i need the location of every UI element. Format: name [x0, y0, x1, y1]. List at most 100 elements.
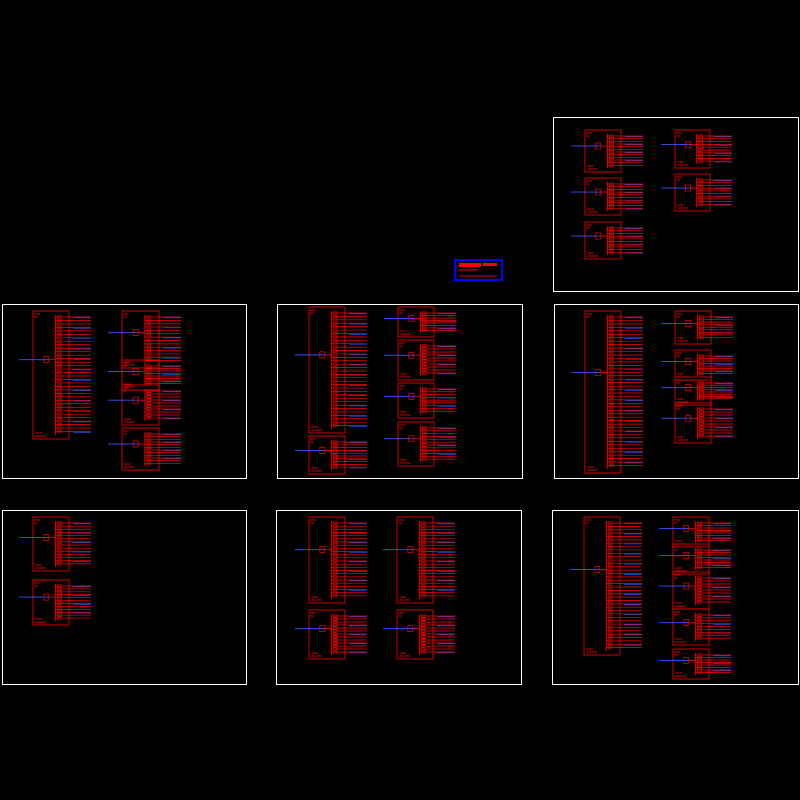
- circuit-breaker: [609, 319, 614, 322]
- circuit-breaker: [333, 325, 338, 329]
- circuit-breaker: [333, 531, 338, 534]
- circuit-breaker: [422, 446, 427, 450]
- circuit-breaker: [421, 572, 426, 576]
- panel-enclosure: [32, 516, 70, 572]
- panel-a5: [571, 221, 643, 260]
- circuit-breaker: [146, 398, 152, 402]
- sheet-frame-7: [552, 510, 799, 685]
- circuit-breaker: [57, 593, 62, 597]
- panel-f1: [295, 516, 367, 604]
- circuit-breaker: [608, 548, 613, 552]
- panel-d2: [661, 310, 733, 345]
- main-breaker: [683, 657, 690, 664]
- circuit-breaker: [333, 451, 338, 455]
- circuit-breaker: [608, 575, 613, 579]
- main-breaker: [319, 625, 326, 632]
- circuit-breaker: [609, 426, 614, 429]
- circuit-breaker: [698, 148, 703, 152]
- circuit-breaker: [699, 413, 704, 417]
- main-breaker: [595, 232, 602, 240]
- circuit-breaker: [608, 572, 613, 575]
- circuit-breaker: [57, 378, 62, 381]
- main-breaker: [408, 392, 415, 400]
- circuit-breaker: [699, 416, 704, 420]
- circuit-breaker: [333, 584, 338, 588]
- circuit-breaker: [609, 204, 614, 208]
- circuit-breaker: [57, 604, 62, 608]
- panel-enclosure: [583, 516, 621, 656]
- circuit-breaker: [333, 572, 338, 576]
- circuit-breaker: [698, 192, 703, 195]
- circuit-breaker: [146, 335, 152, 339]
- circuit-breaker: [609, 163, 614, 167]
- circuit-breaker: [146, 440, 152, 444]
- circuit-breaker: [333, 443, 338, 447]
- circuit-breaker: [333, 591, 338, 595]
- circuit-breaker: [333, 420, 338, 424]
- circuit-breaker: [608, 636, 613, 639]
- circuit-breaker: [697, 619, 702, 623]
- circuit-breaker: [609, 460, 614, 464]
- circuit-breaker: [699, 428, 704, 432]
- panel-b2: [108, 310, 181, 369]
- circuit-breaker: [608, 595, 613, 599]
- circuit-breaker: [146, 389, 152, 393]
- circuit-breaker: [697, 613, 702, 617]
- panel-a4: [661, 173, 732, 212]
- circuit-breaker: [609, 250, 614, 254]
- circuit-breaker: [422, 359, 427, 363]
- circuit-breaker: [609, 464, 614, 467]
- circuit-breaker: [57, 388, 62, 392]
- circuit-breaker: [608, 612, 613, 616]
- panel-g5: [659, 608, 731, 646]
- circuit-breaker: [422, 406, 427, 410]
- panel-enclosure: [672, 543, 710, 575]
- circuit-breaker: [608, 528, 613, 532]
- circuit-breaker: [333, 369, 338, 373]
- circuit-breaker: [608, 642, 613, 646]
- circuit-breaker: [57, 346, 62, 350]
- panel-enclosure: [121, 310, 160, 369]
- circuit-breaker: [421, 641, 426, 645]
- circuit-breaker: [609, 450, 614, 454]
- circuit-breaker: [697, 636, 702, 640]
- main-breaker: [685, 358, 692, 365]
- panel-d5: [661, 402, 733, 444]
- circuit-breaker: [333, 543, 338, 547]
- circuit-breaker: [333, 362, 338, 366]
- circuit-breaker: [609, 419, 614, 423]
- circuit-breaker: [698, 159, 703, 163]
- circuit-breaker: [57, 610, 62, 614]
- circuit-breaker: [609, 439, 614, 443]
- main-breaker: [685, 141, 691, 148]
- circuit-breaker: [697, 622, 702, 626]
- circuit-breaker: [421, 531, 426, 534]
- circuit-breaker: [422, 344, 427, 348]
- circuit-breaker: [697, 539, 702, 542]
- circuit-breaker: [609, 193, 614, 197]
- main-breaker: [408, 435, 415, 443]
- circuit-breaker: [609, 405, 614, 409]
- circuit-breaker: [608, 565, 613, 569]
- circuit-breaker: [333, 635, 338, 639]
- circuit-breaker: [333, 614, 338, 618]
- circuit-breaker: [146, 349, 152, 353]
- circuit-breaker: [698, 202, 703, 206]
- panel-enclosure: [121, 359, 160, 391]
- circuit-breaker: [421, 578, 426, 582]
- main-breaker: [43, 593, 50, 601]
- circuit-breaker: [699, 410, 704, 414]
- circuit-breaker: [609, 429, 614, 433]
- main-breaker: [407, 546, 414, 554]
- circuit-breaker: [57, 325, 62, 329]
- circuit-breaker: [608, 619, 613, 623]
- circuit-breaker: [421, 623, 426, 627]
- circuit-breaker: [146, 318, 152, 322]
- circuit-breaker: [146, 445, 152, 449]
- circuit-breaker: [609, 142, 614, 146]
- circuit-breaker: [699, 422, 704, 426]
- circuit-breaker: [333, 641, 338, 645]
- circuit-breaker: [698, 183, 703, 187]
- panel-b4: [108, 384, 181, 426]
- circuit-breaker: [146, 453, 152, 457]
